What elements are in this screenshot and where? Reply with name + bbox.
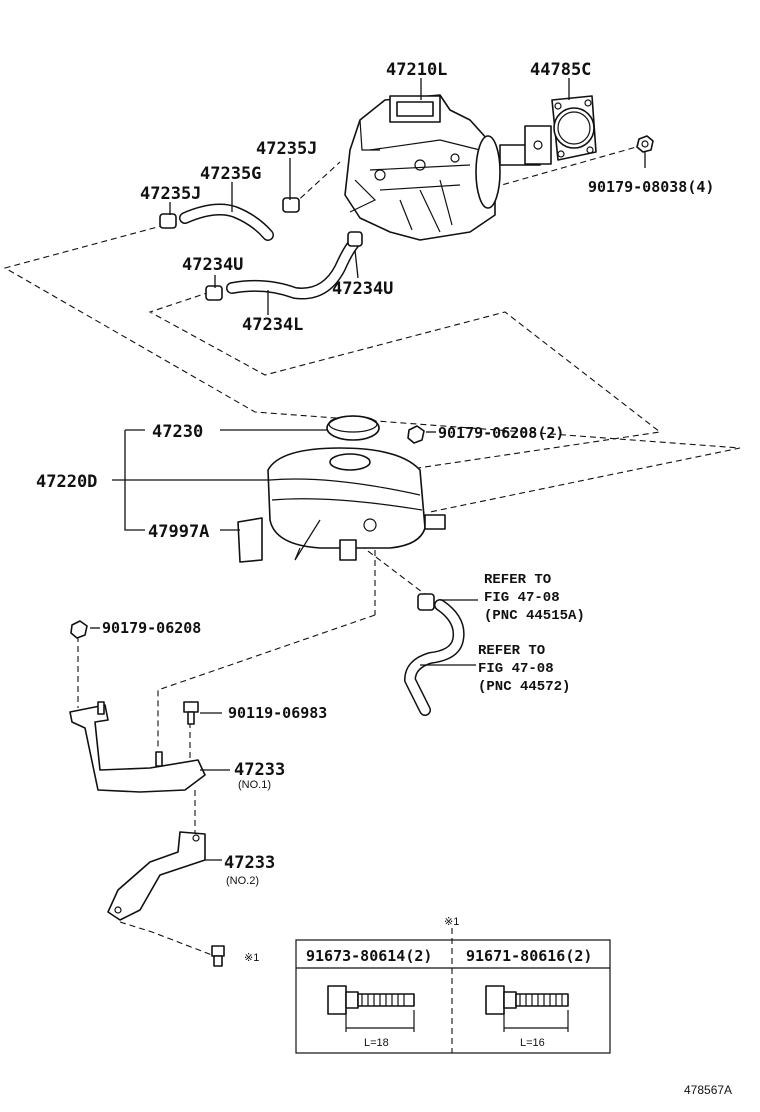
ref1-line3: (PNC 44515A) bbox=[484, 608, 585, 624]
diagram-id: 478567A bbox=[684, 1083, 732, 1097]
label-47233-no1-sub: (NO.1) bbox=[238, 779, 271, 791]
bolt-table-mark: ※1 bbox=[444, 916, 459, 928]
brake-booster-assembly bbox=[344, 94, 552, 241]
bolt-col1-length: L=18 bbox=[364, 1037, 389, 1049]
label-90119-06983: 90119-06983 bbox=[228, 704, 327, 722]
label-90179-06208-2: 90179-06208(2) bbox=[438, 424, 564, 442]
label-47220d: 47220D bbox=[36, 472, 97, 492]
bolt-col1-part: 91673-80614(2) bbox=[306, 947, 432, 965]
label-47234l: 47234L bbox=[242, 315, 303, 335]
dashed-guide-lines bbox=[3, 145, 741, 1053]
reference-notes: REFER TO FIG 47-08 (PNC 44515A) REFER TO… bbox=[478, 572, 585, 695]
bolt-col2-length: L=16 bbox=[520, 1037, 545, 1049]
ref2-line3: (PNC 44572) bbox=[478, 679, 570, 695]
gasket bbox=[551, 95, 597, 161]
hose-47235g bbox=[159, 197, 300, 241]
bolt-90119-06983 bbox=[183, 701, 199, 725]
leader-lines bbox=[90, 78, 646, 861]
bolt-col2-part: 91671-80616(2) bbox=[466, 947, 592, 965]
label-44785c: 44785C bbox=[530, 60, 591, 80]
nut-90179-08038 bbox=[636, 135, 654, 153]
nut-90179-06208 bbox=[70, 620, 88, 639]
hose-47234l bbox=[205, 231, 363, 301]
label-47233-no1: 47233 bbox=[234, 760, 285, 780]
label-bolt-mark: ※1 bbox=[244, 952, 259, 964]
bracket-47233-no2 bbox=[107, 831, 206, 921]
bracket-47233-no1 bbox=[69, 701, 206, 793]
callout-labels: 47210L 44785C 47235J 47235G 47235J 90179… bbox=[36, 60, 714, 964]
bolt-drawing-2: L=16 bbox=[485, 985, 569, 1049]
label-47235j-top: 47235J bbox=[256, 139, 317, 159]
reservoir-tank bbox=[267, 415, 446, 561]
label-90179-08038: 90179-08038(4) bbox=[588, 178, 714, 196]
label-47235g: 47235G bbox=[200, 164, 261, 184]
label-47210l: 47210L bbox=[386, 60, 447, 80]
label-47235j-left: 47235J bbox=[140, 184, 201, 204]
label-90179-06208: 90179-06208 bbox=[102, 619, 201, 637]
ref2-line2: FIG 47-08 bbox=[478, 661, 554, 677]
ref1-line1: REFER TO bbox=[484, 572, 551, 588]
nut-90179-06208-2 bbox=[407, 425, 425, 444]
label-47230: 47230 bbox=[152, 422, 203, 442]
bolt-drawing-1: L=18 bbox=[327, 985, 415, 1049]
ref1-line2: FIG 47-08 bbox=[484, 590, 560, 606]
label-47234u-left: 47234U bbox=[182, 255, 243, 275]
bolt-marked bbox=[211, 945, 225, 967]
label-47233-no2: 47233 bbox=[224, 853, 275, 873]
label-plate-47997a bbox=[237, 517, 263, 563]
label-47997a: 47997A bbox=[148, 522, 209, 542]
ref2-line1: REFER TO bbox=[478, 643, 545, 659]
label-47233-no2-sub: (NO.2) bbox=[226, 875, 259, 887]
bolt-table: ※1 91673-80614(2) 91671-80616(2) L=18 L=… bbox=[295, 916, 611, 1054]
label-47234u-right: 47234U bbox=[332, 279, 393, 299]
outlet-hose bbox=[404, 593, 465, 716]
